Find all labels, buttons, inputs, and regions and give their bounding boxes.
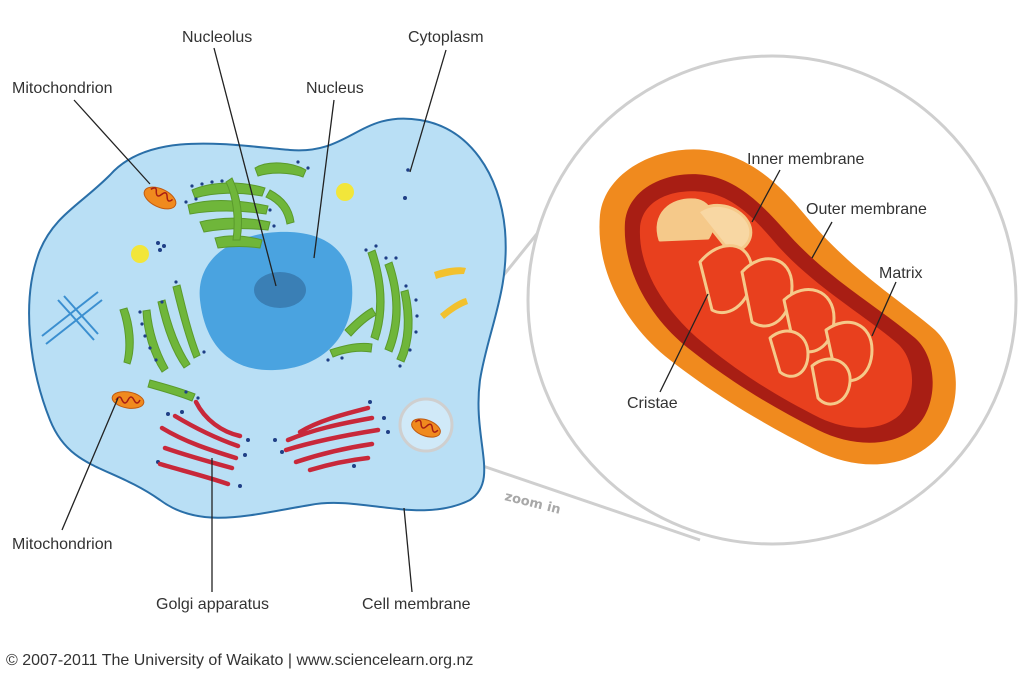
vesicles bbox=[131, 183, 468, 319]
cristae bbox=[656, 198, 874, 406]
label-cell-membrane: Cell membrane bbox=[362, 596, 471, 613]
label-nucleolus: Nucleolus bbox=[182, 29, 252, 46]
ribosomes bbox=[138, 160, 419, 488]
mitochondrion-small-zoomed bbox=[411, 418, 441, 438]
label-inner-membrane: Inner membrane bbox=[747, 151, 864, 168]
mitochondrion-small-left bbox=[111, 391, 145, 409]
label-mitochondrion-bottom: Mitochondrion bbox=[12, 536, 113, 553]
rough-er-top bbox=[187, 162, 307, 249]
mitochondrion-small-top bbox=[143, 186, 177, 210]
leader-lines bbox=[61, 47, 897, 593]
label-golgi-apparatus: Golgi apparatus bbox=[156, 596, 269, 613]
label-outer-membrane: Outer membrane bbox=[806, 201, 927, 218]
golgi-apparatus-left bbox=[157, 399, 243, 487]
rough-er-right bbox=[329, 249, 413, 363]
label-mitochondrion-top: Mitochondrion bbox=[12, 80, 113, 97]
label-matrix: Matrix bbox=[879, 265, 923, 282]
golgi-apparatus-right bbox=[283, 405, 381, 473]
label-zoom-in: zoom in bbox=[503, 489, 562, 517]
centrioles bbox=[41, 291, 103, 345]
label-cristae: Cristae bbox=[627, 395, 678, 412]
label-nucleus: Nucleus bbox=[306, 80, 364, 97]
mitochondrion-large bbox=[599, 149, 956, 465]
label-cytoplasm: Cytoplasm bbox=[408, 29, 484, 46]
rough-er-left bbox=[119, 284, 201, 402]
copyright-footer: © 2007-2011 The University of Waikato | … bbox=[6, 652, 474, 669]
nucleolus bbox=[254, 272, 306, 308]
